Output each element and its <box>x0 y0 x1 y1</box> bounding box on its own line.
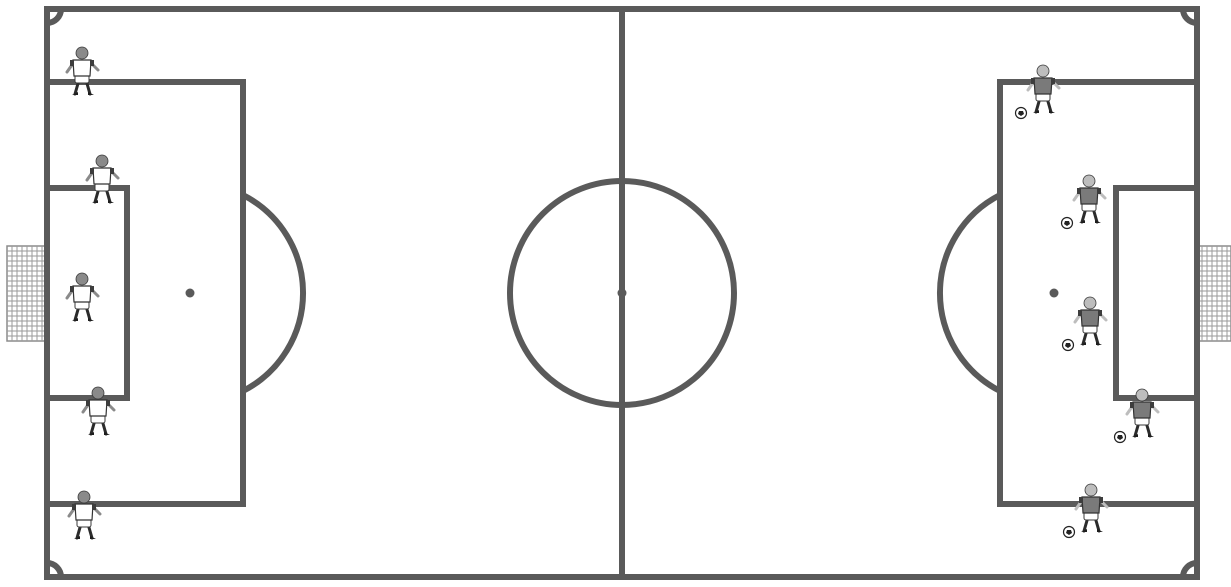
soccer-ball-icon <box>1115 432 1126 443</box>
right-team-player <box>1074 175 1105 223</box>
left-team-player <box>87 155 118 203</box>
right-team-player <box>1028 65 1059 113</box>
right-team-player <box>1075 297 1106 345</box>
left-penalty-arc <box>243 195 303 391</box>
left-team-player <box>67 47 98 95</box>
right-penalty-spot <box>1050 289 1059 298</box>
left-team-player <box>67 273 98 321</box>
right-penalty-arc <box>940 195 1000 391</box>
soccer-ball-icon <box>1062 218 1073 229</box>
left-team-player <box>83 387 114 435</box>
center-spot <box>618 289 627 298</box>
soccer-ball-icon <box>1016 108 1027 119</box>
soccer-ball-icon <box>1063 340 1074 351</box>
right-team-player <box>1076 484 1107 532</box>
left-team-player <box>69 491 100 539</box>
right-goal-area <box>1116 188 1197 398</box>
soccer-ball-icon <box>1064 527 1075 538</box>
left-goal <box>7 246 47 341</box>
right-goal <box>1197 246 1231 341</box>
right-penalty-area <box>1000 82 1197 504</box>
left-penalty-spot <box>186 289 195 298</box>
